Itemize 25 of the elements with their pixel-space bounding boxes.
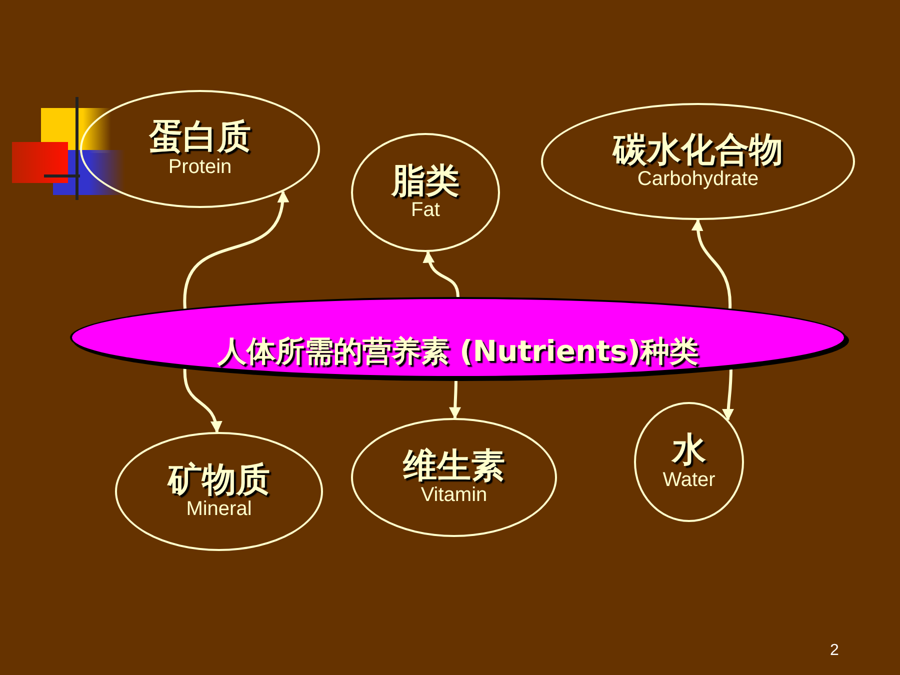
- ellipse-node: [80, 90, 320, 208]
- node-subtitle: Water: [662, 468, 716, 491]
- arrow: [184, 190, 288, 309]
- node-title: 脂类: [392, 164, 460, 200]
- ellipse-node: [634, 402, 744, 522]
- ellipse-node: [541, 103, 855, 220]
- node-subtitle: Mineral: [186, 498, 252, 520]
- heading-text: 人体所需的营养素 (Nutrients)种类: [216, 333, 700, 370]
- arrow: [692, 218, 732, 309]
- node-title: 矿物质: [168, 462, 270, 498]
- node-title: 维生素: [403, 448, 505, 484]
- node-title: 水: [672, 433, 706, 469]
- node-subtitle: Protein: [168, 156, 232, 178]
- node-subtitle: Vitamin: [420, 484, 488, 506]
- node-subtitle: Carbohydrate: [637, 168, 759, 190]
- node-title: 碳水化合物: [613, 132, 783, 168]
- arrow: [424, 250, 460, 298]
- node-subtitle: Fat: [411, 199, 440, 222]
- node-title: 蛋白质: [149, 120, 251, 156]
- ellipse-node: [351, 418, 557, 537]
- arrow: [183, 366, 222, 434]
- page-number: 2: [830, 642, 839, 660]
- arrow: [449, 378, 462, 420]
- ellipse-node: [115, 432, 323, 551]
- ellipse-node: [351, 133, 500, 252]
